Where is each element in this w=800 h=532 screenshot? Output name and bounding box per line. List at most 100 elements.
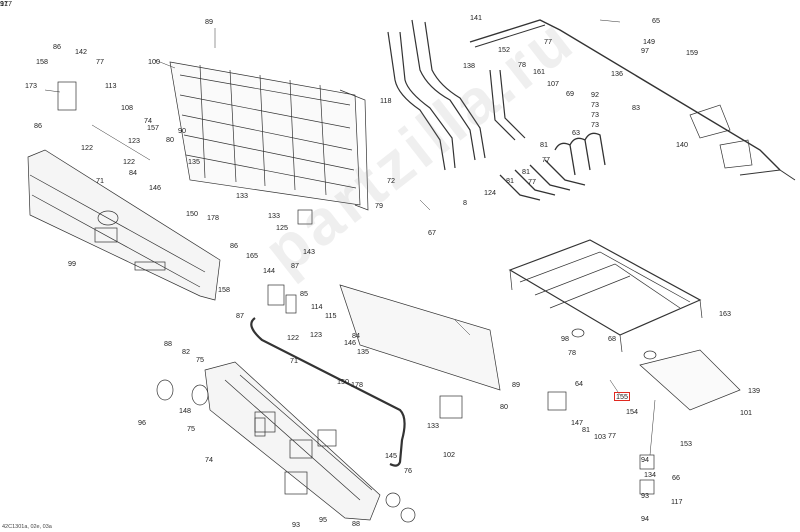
callout-label: 73 [591,110,599,119]
callout-label: 65 [652,16,660,25]
grille-panel [169,61,369,211]
callout-label: 92 [591,90,599,99]
callout-label: 155 [614,391,630,402]
callout-label: 134 [644,470,656,479]
callout-label: 78 [568,348,576,357]
callout-label: 98 [561,334,569,343]
callout-label: 158 [218,285,230,294]
callout-label: 64 [575,379,583,388]
callout-label: 163 [719,309,731,318]
callout-label: 83 [632,103,640,112]
callout-label: 153 [680,439,692,448]
callout-label: 135 [357,347,369,356]
callout-label: 76 [404,466,412,475]
callout-label: 150 [186,209,198,218]
callout-label: 133 [427,421,439,430]
callout-label: 82 [182,347,190,356]
callout-label: 146 [149,183,161,192]
callout-label: 125 [276,223,288,232]
callout-label: 100 [148,57,160,66]
callout-label: 146 [344,338,356,347]
callout-label: 85 [300,289,308,298]
callout-label: 94 [641,455,649,464]
callout-label: 123 [310,330,322,339]
callout-label: 75 [187,424,195,433]
callout-label: 173 [25,81,37,90]
callout-label: 68 [608,334,616,343]
callout-label: 90 [178,126,186,135]
reference-code: 42C1301a, 02e, 03a [2,524,52,530]
callout-label: 122 [123,157,135,166]
callout-label: 123 [128,136,140,145]
callout-label: 161 [533,67,545,76]
callout-label: 94 [641,514,649,523]
callout-label: 154 [626,407,638,416]
callout-label: 79 [375,201,383,210]
callout-label: 71 [290,356,298,365]
callout-label: 133 [268,211,280,220]
callout-label: 159 [686,48,698,57]
callout-label: 115 [325,311,337,320]
callout-label: 87 [236,311,244,320]
front-bezel [27,149,221,301]
callout-label: 150 [337,377,349,386]
callout-label: 63 [572,128,580,137]
callout-label: 80 [500,402,508,411]
callout-label: 108 [121,103,133,112]
callout-label: 69 [566,89,574,98]
callout-label: 102 [443,450,455,459]
callout-label: 81 [582,425,590,434]
callout-label: 78 [518,60,526,69]
callout-label: 8 [463,198,467,207]
callout-label: 86 [230,241,238,250]
callout-label: 77 [542,155,550,164]
callout-label: 103 [594,432,606,441]
callout-label: 142 [75,47,87,56]
callout-label: 133 [236,191,248,200]
callout-label: 139 [748,386,760,395]
callout-label: 88 [352,519,360,528]
callout-label: 86 [34,121,42,130]
latch-parts [57,81,657,523]
callout-label: 95 [319,515,327,524]
callout-label: 148 [179,406,191,415]
callout-label: 138 [463,61,475,70]
callout-label: 86 [53,42,61,51]
callout-label: 141 [470,13,482,22]
callout-label: 84 [352,331,360,340]
callout-label: 77 [608,431,616,440]
callout-label: 81 [540,140,548,149]
callout-label: 89 [512,380,520,389]
callout-label: 113 [105,81,117,90]
callout-label: 149 [643,37,655,46]
callout-label: 96 [138,418,146,427]
callout-label: 66 [672,473,680,482]
callout-label: 81 [506,176,514,185]
lower-panel [204,361,381,521]
callout-label: 97 [641,46,649,55]
callout-label: 74 [144,116,152,125]
callout-label: 99 [68,259,76,268]
callout-label: 88 [164,339,172,348]
rack-frames [387,19,606,201]
leader-lines [44,19,656,456]
callout-label: 157 [147,123,159,132]
callout-label: 122 [81,143,93,152]
callout-label: 73 [591,120,599,129]
callout-label: 77 [544,37,552,46]
callout-label: 124 [484,188,496,197]
callout-label: 158 [36,57,48,66]
callout-label: 91 [0,0,8,8]
side-plate [339,284,501,391]
callout-label: 136 [611,69,623,78]
callout-label: 87 [291,261,299,270]
callout-label: 117 [671,497,683,506]
callout-label: 101 [740,408,752,417]
callout-label: 165 [246,251,258,260]
callout-label: 89 [205,17,213,26]
callout-label: 72 [387,176,395,185]
callout-label: 178 [351,380,363,389]
callout-label: 77 [528,177,536,186]
callout-label: 144 [263,266,275,275]
